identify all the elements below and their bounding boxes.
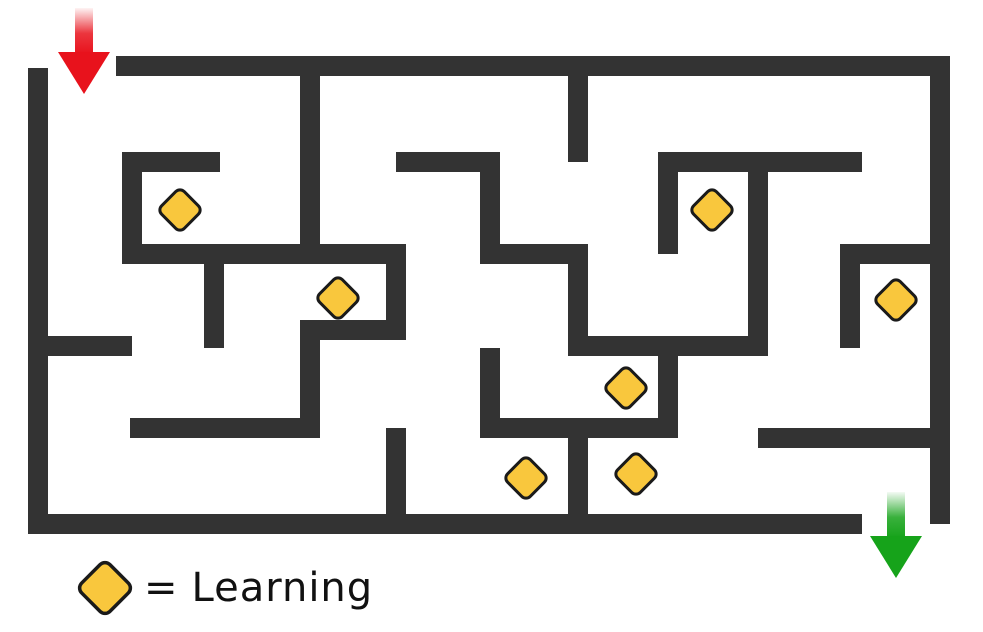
maze-wall (396, 152, 768, 356)
diamond-icon (77, 560, 133, 616)
outer-wall-left-bottom (28, 68, 862, 534)
maze-wall (658, 152, 862, 254)
learning-diamond-icon (604, 366, 648, 410)
learning-items (158, 188, 918, 500)
learning-diamond-icon (158, 188, 202, 232)
maze-wall (122, 152, 406, 438)
legend-label: Learning (191, 565, 374, 611)
maze-walls (28, 56, 950, 534)
end-arrow-shaft (887, 492, 905, 538)
learning-diamond-icon (690, 188, 734, 232)
learning-diamond-icon (504, 456, 548, 500)
start-arrow-shaft (75, 8, 93, 54)
end-arrow-head (870, 536, 922, 578)
maze-wall (840, 244, 940, 348)
learning-diamond-icon (874, 278, 918, 322)
learning-diamond-icon (316, 276, 360, 320)
start-arrow-icon (58, 8, 110, 94)
legend-equals: = (144, 565, 178, 611)
start-arrow-head (58, 52, 110, 94)
legend: = Learning (72, 556, 373, 620)
outer-wall-top-right (116, 56, 950, 524)
end-arrow-icon (870, 492, 922, 578)
learning-diamond-icon (614, 452, 658, 496)
